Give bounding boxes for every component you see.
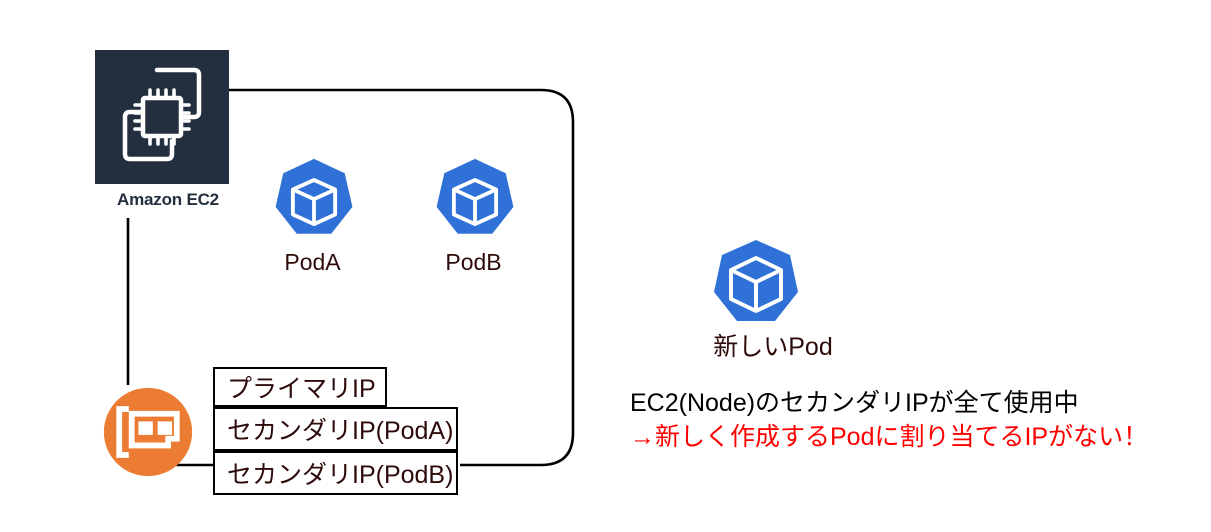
network-interface-icon xyxy=(100,384,196,480)
amazon-ec2-icon xyxy=(95,50,229,184)
new-pod-icon xyxy=(706,237,806,337)
pod-a-label: PodA xyxy=(284,249,341,275)
ip-box-primary: プライマリIP xyxy=(213,367,387,407)
ip-box-secondary-poda: セカンダリIP(PodA) xyxy=(213,407,458,451)
new-pod-label: 新しいPod xyxy=(713,333,833,361)
annotation-line-1: EC2(Node)のセカンダリIPが全て使用中 xyxy=(630,389,1079,417)
ip-box-secondary-podb: セカンダリIP(PodB) xyxy=(213,451,458,495)
pod-b-label: PodB xyxy=(445,249,502,275)
pod-a-icon xyxy=(266,155,362,251)
annotation-block: EC2(Node)のセカンダリIPが全て使用中 →新しく作成するPodに割り当て… xyxy=(630,386,1170,454)
pod-b-icon xyxy=(427,155,523,251)
annotation-line-2: →新しく作成するPodに割り当てるIPがない！ xyxy=(630,423,1149,451)
ec2-label: Amazon EC2 xyxy=(117,190,219,209)
